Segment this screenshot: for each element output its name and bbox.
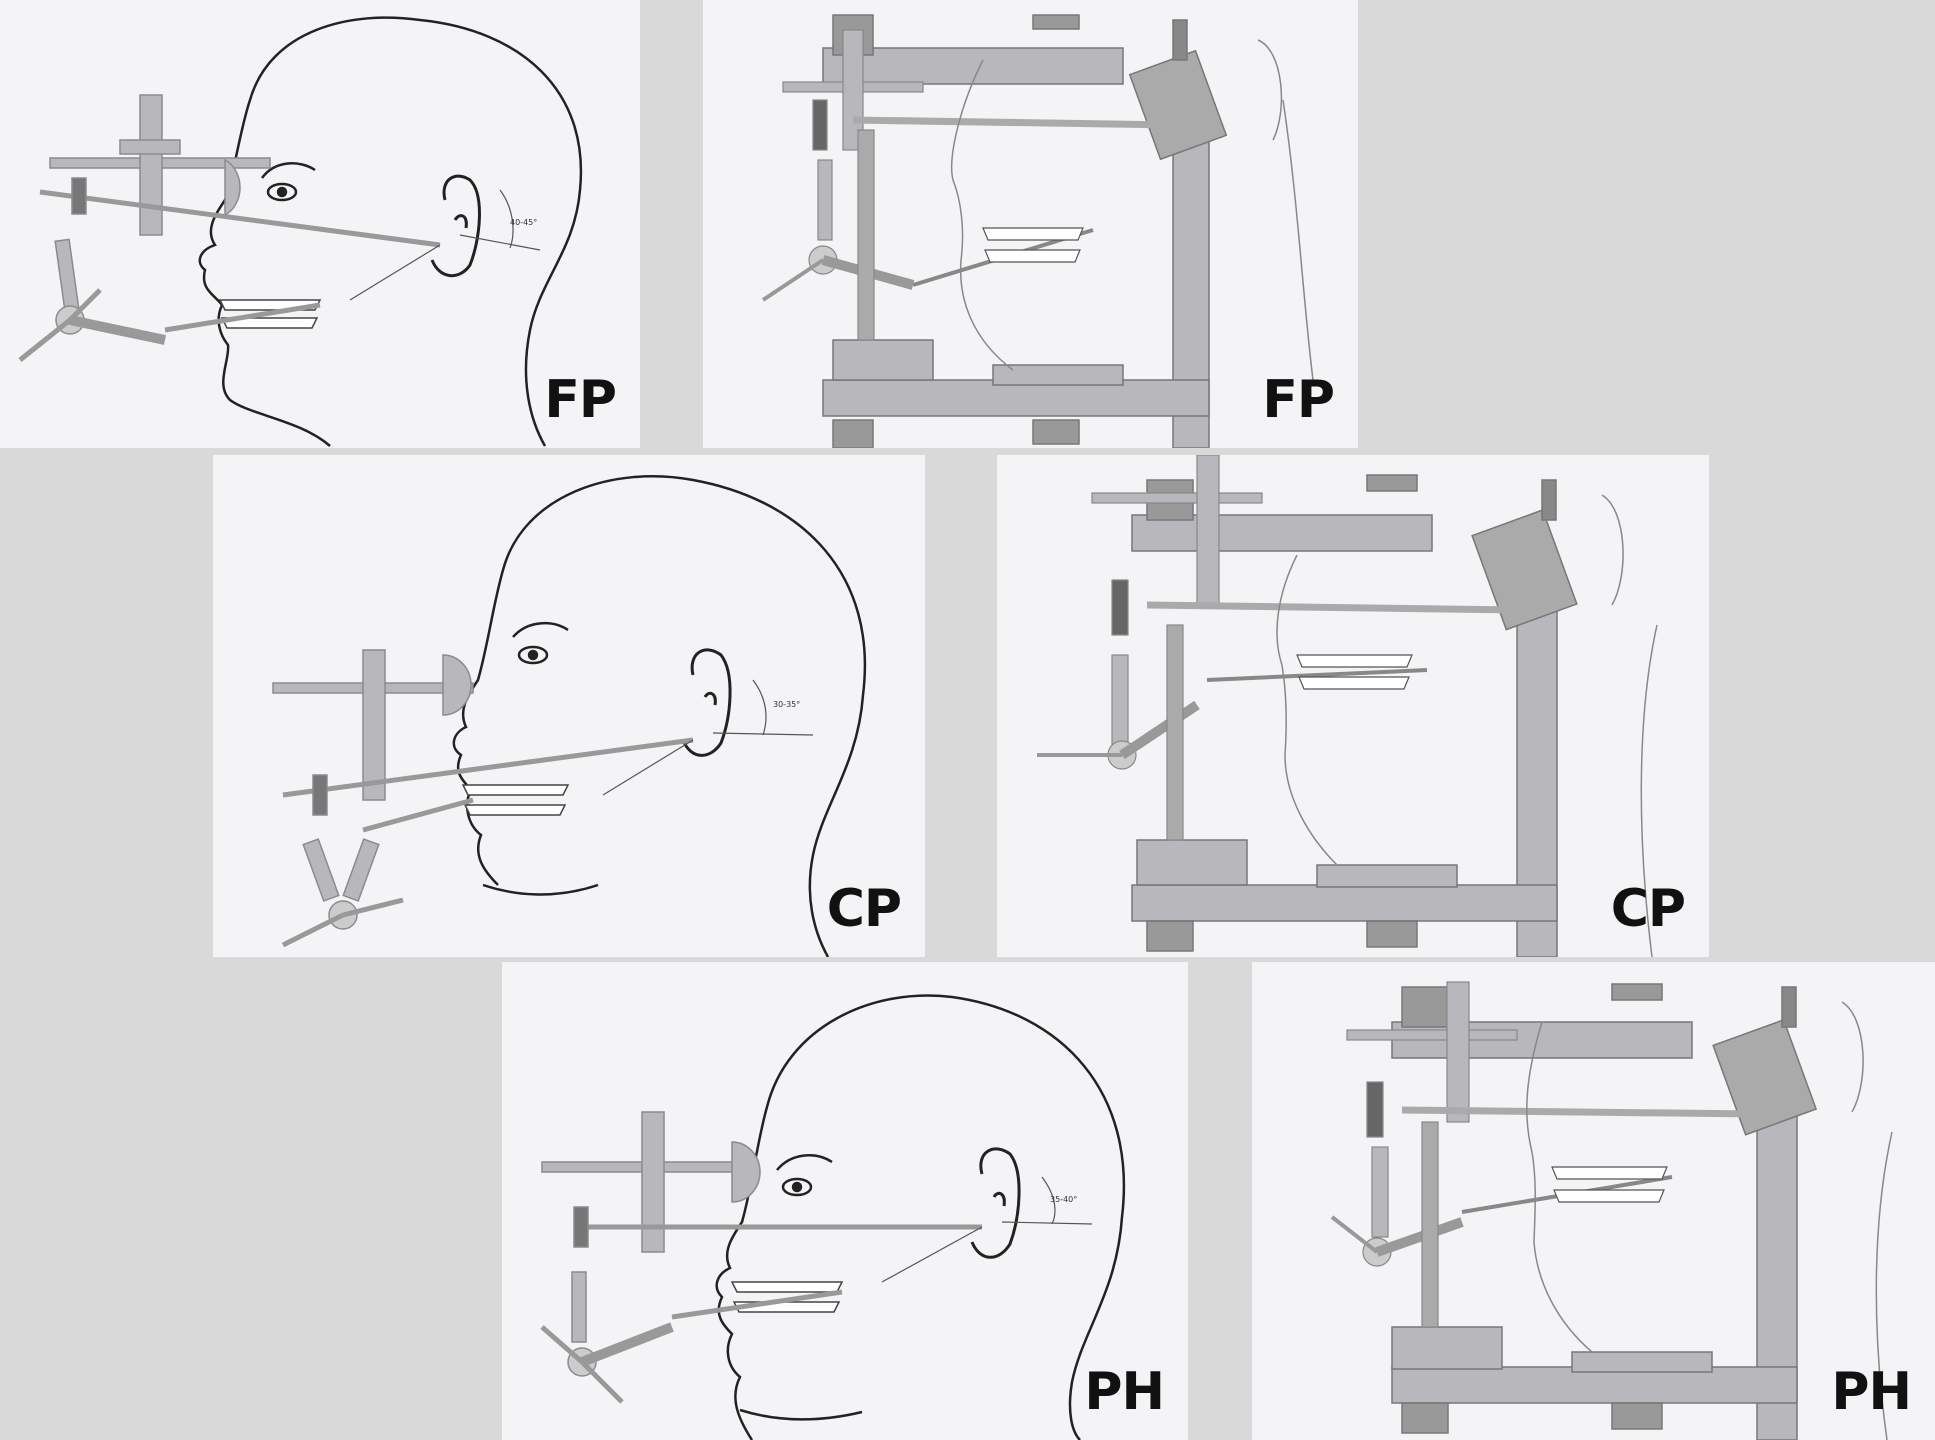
articulator-diagram-ph bbox=[1330, 981, 1893, 1440]
head-facebow-diagram-ph: 35-40° bbox=[540, 994, 1126, 1440]
eye bbox=[512, 621, 569, 665]
articulator-frame bbox=[1131, 474, 1578, 957]
angle-indicator: 30-35° bbox=[602, 679, 814, 796]
position-label: FP bbox=[1262, 370, 1335, 430]
articulator-frame bbox=[1391, 983, 1818, 1440]
head-profile bbox=[452, 475, 867, 957]
head-facebow-diagram-cp: 30-35° bbox=[272, 475, 867, 957]
face-outline bbox=[1526, 1001, 1893, 1440]
head-profile bbox=[715, 994, 1126, 1440]
head-panel-fp: 40-45° FP bbox=[0, 0, 640, 448]
angle-indicator: 40-45° bbox=[349, 189, 541, 301]
angle-indicator: 35-40° bbox=[881, 1176, 1093, 1283]
facebow bbox=[540, 1111, 982, 1404]
position-label: CP bbox=[1610, 879, 1686, 939]
eye bbox=[776, 1154, 833, 1197]
position-label: PH bbox=[1084, 1362, 1165, 1422]
head-profile bbox=[198, 16, 583, 447]
face-outline bbox=[951, 39, 1314, 381]
articulator-teeth bbox=[982, 227, 1084, 263]
position-label: FP bbox=[544, 370, 617, 430]
face-outline bbox=[1276, 494, 1658, 957]
articulator-panel-fp: FP bbox=[703, 0, 1358, 448]
angle-label: 30-35° bbox=[773, 700, 800, 709]
articulator-teeth bbox=[1551, 1166, 1668, 1203]
angle-label: 35-40° bbox=[1050, 1195, 1077, 1204]
head-facebow-diagram-fp: 40-45° bbox=[18, 16, 583, 447]
articulator-panel-cp: CP bbox=[997, 455, 1709, 957]
articulator-diagram-cp bbox=[1037, 455, 1658, 957]
facebow bbox=[272, 649, 694, 948]
articulator-frame bbox=[822, 14, 1228, 448]
eye bbox=[260, 162, 316, 202]
teeth bbox=[461, 784, 570, 816]
articulator-diagram-fp bbox=[761, 14, 1314, 448]
angle-label: 40-45° bbox=[510, 218, 537, 227]
facebow bbox=[18, 94, 441, 362]
teeth bbox=[730, 1281, 844, 1313]
position-label: PH bbox=[1831, 1362, 1912, 1422]
articulator-facebow bbox=[1330, 981, 1758, 1328]
articulator-panel-ph: PH bbox=[1252, 962, 1935, 1440]
head-panel-ph: 35-40° PH bbox=[502, 962, 1188, 1440]
position-label: CP bbox=[826, 879, 902, 939]
articulator-facebow bbox=[1037, 455, 1518, 841]
articulator-teeth bbox=[1296, 654, 1413, 690]
head-panel-cp: 30-35° CP bbox=[213, 455, 925, 957]
ear bbox=[681, 648, 732, 757]
ear bbox=[970, 1147, 1021, 1259]
ear bbox=[430, 174, 481, 278]
